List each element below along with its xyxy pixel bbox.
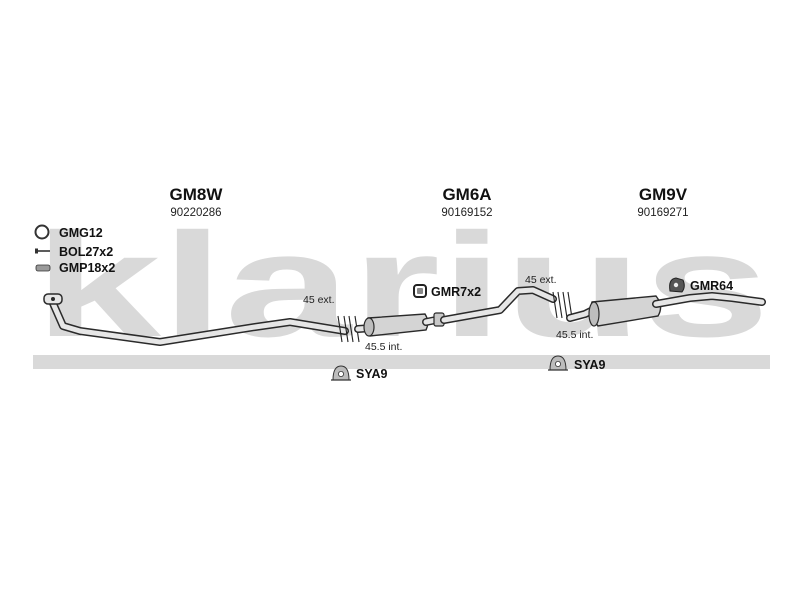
spring-icon	[35, 264, 51, 272]
section-code: GM6A	[442, 185, 491, 204]
kit-item-label: BOL27x2	[59, 245, 113, 259]
pipe-joint-1: 45 ext. 45.5 int.	[303, 294, 402, 353]
section-part-number: 90220286	[170, 207, 221, 219]
joint-ext-label: 45 ext.	[525, 274, 557, 286]
kit-item-label: GMG12	[59, 226, 103, 240]
section-header-3: GM9V 90169271	[637, 185, 688, 219]
section-part-number: 90169152	[441, 207, 492, 219]
rubber-mount-2: GMR64	[669, 277, 733, 293]
section-part-number: 90169271	[637, 207, 688, 219]
kit-item-spring: GMP18x2	[35, 261, 115, 275]
clamp-2: SYA9	[548, 355, 606, 372]
flange-icon	[43, 293, 63, 305]
watermark-underline	[33, 355, 770, 369]
bolt-icon	[35, 248, 50, 254]
fitting-label: SYA9	[574, 358, 606, 372]
fitting-label: GMR64	[690, 279, 733, 293]
kit-item-gasket: GMG12	[34, 224, 103, 240]
gasket-ring-icon	[34, 224, 50, 240]
clamp-icon	[331, 365, 351, 381]
kit-item-bolt: BOL27x2	[35, 245, 113, 259]
section-code: GM8W	[170, 185, 224, 204]
fitting-label: GMR7x2	[431, 285, 481, 299]
rubber-mount-icon	[669, 277, 685, 293]
section-code: GM9V	[639, 185, 688, 204]
rear-silencer	[566, 292, 766, 327]
joint-ext-label: 45 ext.	[303, 294, 335, 306]
front-pipe	[43, 293, 349, 346]
pipe-joint-2: 45 ext. 45.5 int.	[525, 274, 593, 341]
section-header-1: GM8W 90220286	[170, 185, 224, 219]
section-header-2: GM6A 90169152	[441, 185, 492, 219]
joint-int-label: 45.5 int.	[365, 341, 402, 353]
clamp-icon	[548, 355, 568, 371]
kit-item-label: GMP18x2	[59, 261, 115, 275]
clamp-1: SYA9	[331, 365, 388, 381]
rubber-mount-icon	[413, 284, 427, 298]
center-silencer	[354, 286, 557, 337]
fitting-label: SYA9	[356, 367, 388, 381]
joint-int-label: 45.5 int.	[556, 329, 593, 341]
rubber-mount-1: GMR7x2	[413, 284, 481, 299]
